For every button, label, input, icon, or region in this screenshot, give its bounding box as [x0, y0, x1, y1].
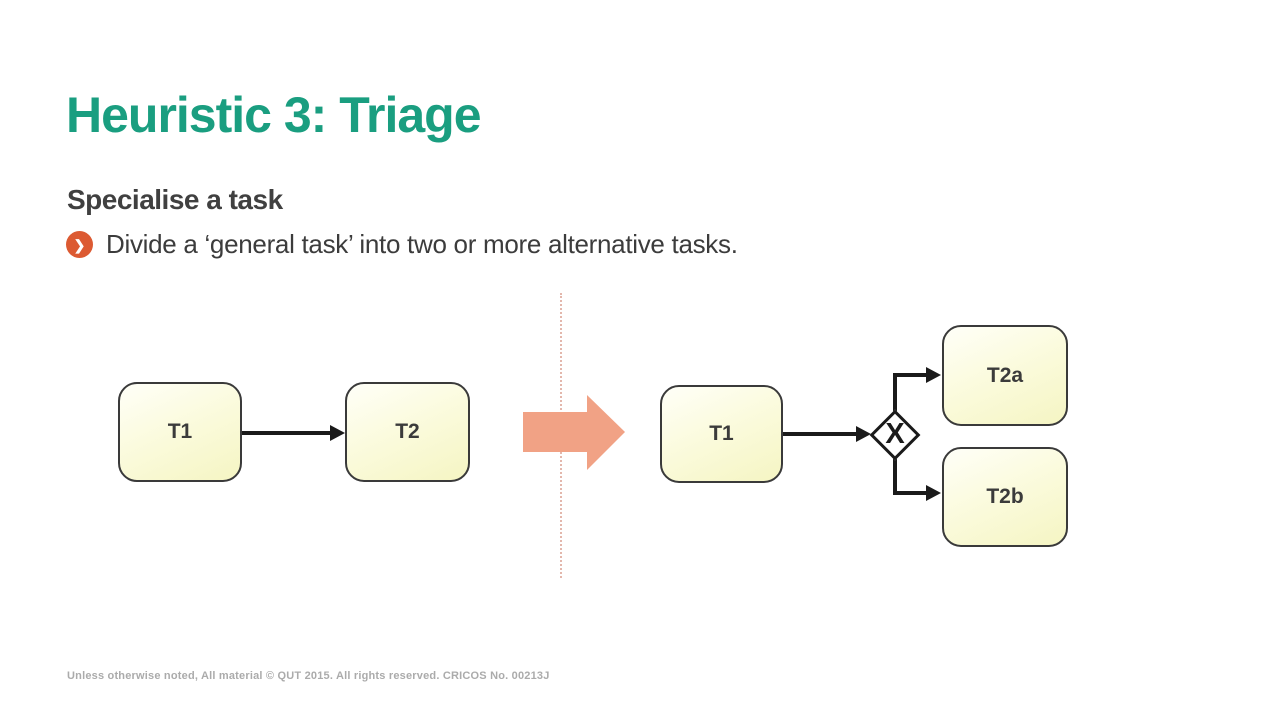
slide-title: Heuristic 3: Triage	[66, 87, 481, 143]
sequence-flow-line	[242, 431, 331, 435]
chevron-right-icon: ❯	[66, 231, 93, 258]
branch-bottom-vertical-line	[893, 450, 897, 495]
arrowhead-icon	[856, 426, 871, 442]
transform-arrow-icon	[523, 412, 588, 452]
task-t1-after: T1	[660, 385, 783, 483]
branch-top-horizontal-line	[893, 373, 926, 377]
transform-arrow-head-icon	[587, 395, 625, 470]
footer-copyright: Unless otherwise noted, All material © Q…	[67, 670, 550, 682]
arrowhead-icon	[926, 485, 941, 501]
task-t1-before: T1	[118, 382, 242, 482]
task-label: T2	[395, 420, 420, 443]
task-t2-before: T2	[345, 382, 470, 482]
branch-top-vertical-line	[893, 373, 897, 421]
task-label: T1	[167, 420, 193, 443]
bullet-text: Divide a ‘general task’ into two or more…	[106, 229, 738, 259]
task-t2a: T2a	[942, 325, 1068, 426]
branch-bottom-horizontal-line	[893, 491, 926, 495]
bullet-item: ❯ Divide a ‘general task’ into two or mo…	[66, 229, 738, 260]
task-label: T1	[709, 422, 734, 445]
arrowhead-icon	[926, 367, 941, 383]
chevron-glyph: ❯	[73, 236, 86, 253]
arrowhead-icon	[330, 425, 345, 441]
slide-subtitle: Specialise a task	[67, 184, 283, 215]
xor-gateway-label: X	[885, 417, 905, 450]
task-label: T2b	[986, 485, 1024, 508]
task-t2b: T2b	[942, 447, 1068, 547]
sequence-flow-line	[783, 432, 857, 436]
task-label: T2a	[986, 363, 1024, 387]
